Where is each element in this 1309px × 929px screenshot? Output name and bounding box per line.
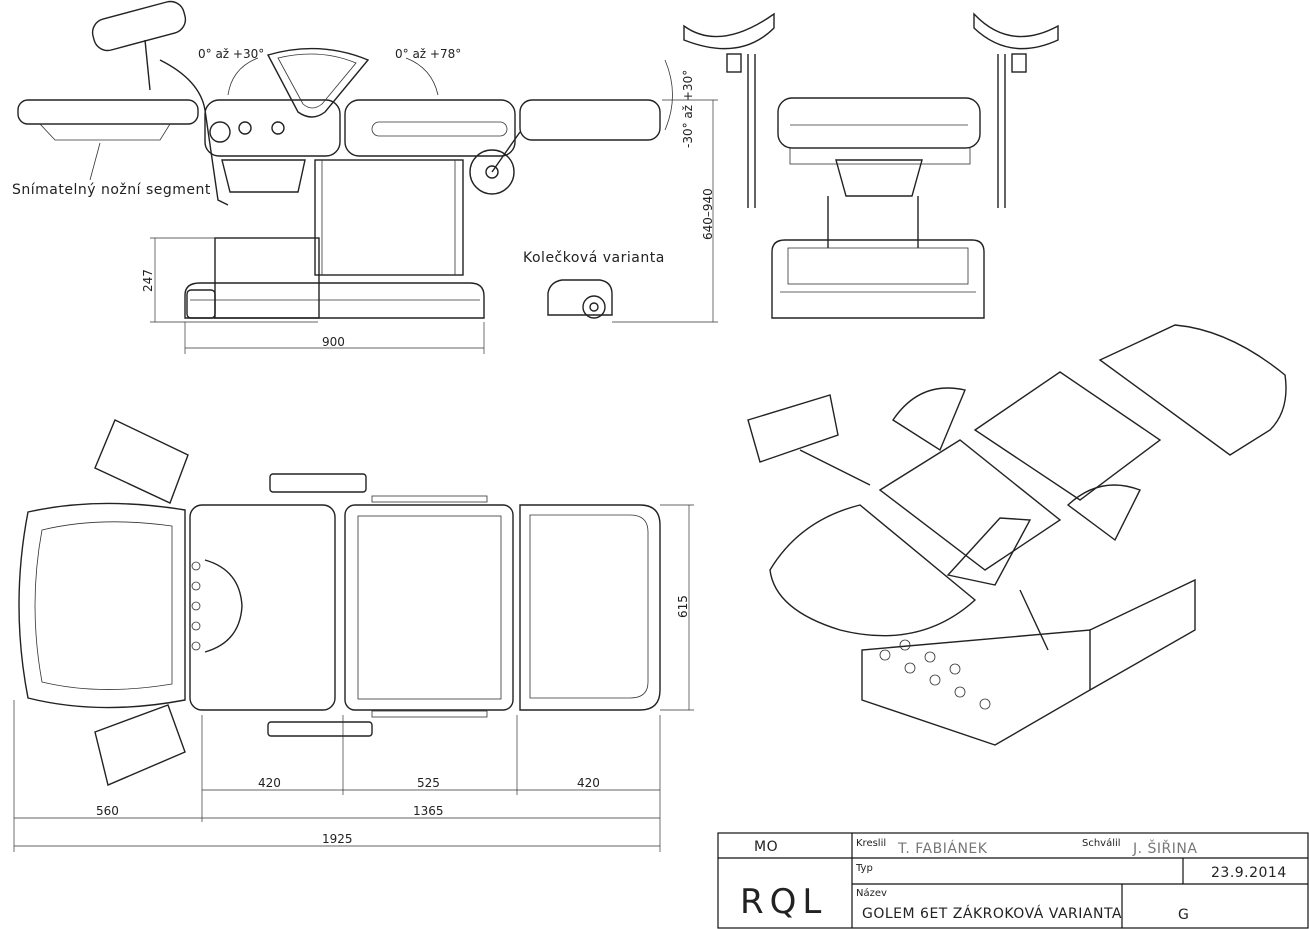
isometric-view (747, 324, 1287, 746)
dim-total: 1925 (322, 832, 353, 846)
front-view (683, 12, 1059, 319)
approved-label: Schválil (1082, 837, 1121, 849)
dim-seg-3: 420 (577, 776, 600, 790)
dim-seg-2: 525 (417, 776, 440, 790)
top-view-labels: 615 420 525 420 560 1365 1925 (96, 595, 690, 846)
dim-body: 1365 (413, 804, 444, 818)
dim-seg-1: 420 (258, 776, 281, 790)
angle-back-label: 0° až +78° (395, 47, 461, 61)
approved-by-value: J. ŠIŘINA (1132, 839, 1197, 857)
side-view-labels: 0° až +30° 0° až +78° -30° až +30° Sníma… (12, 47, 715, 349)
drawn-label: Kreslil (856, 838, 886, 849)
dim-base-width: 900 (322, 335, 345, 349)
angle-seat-label: 0° až +30° (198, 47, 264, 61)
mo-label: MO (754, 839, 778, 855)
revision-value: G (1178, 907, 1189, 923)
dim-base-height: 247 (141, 269, 155, 292)
name-label: Název (856, 887, 887, 899)
type-label: Typ (855, 863, 873, 874)
company-logo: RQL (740, 882, 827, 922)
dim-leg: 560 (96, 804, 119, 818)
title-block (717, 832, 1309, 929)
leg-segment-label: Snímatelný nožní segment (12, 182, 211, 198)
wheel-variant-label: Kolečková varianta (523, 250, 665, 266)
side-view (17, 0, 718, 354)
height-range-label: 640–940 (701, 188, 715, 240)
dim-width: 615 (676, 595, 690, 618)
angle-head-label: -30° až +30° (681, 70, 695, 148)
date-value: 23.9.2014 (1211, 865, 1287, 881)
top-view (13, 419, 694, 852)
drawing-name-value: GOLEM 6ET ZÁKROKOVÁ VARIANTA (862, 905, 1122, 922)
drawn-by-value: T. FABIÁNEK (897, 840, 988, 857)
title-block-text: MO Kreslil T. FABIÁNEK Schválil J. ŠIŘIN… (740, 837, 1287, 923)
